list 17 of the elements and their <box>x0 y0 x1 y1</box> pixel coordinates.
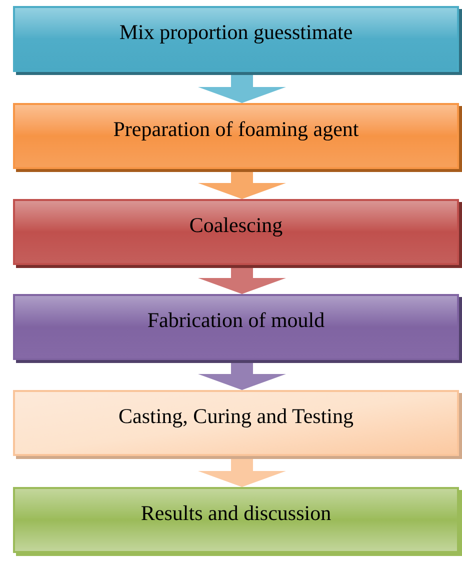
step-label: Mix proportion guesstimate <box>119 19 353 46</box>
block-arrow <box>198 456 286 487</box>
block-arrow <box>198 265 286 294</box>
block-arrow <box>198 360 286 390</box>
process-box <box>13 199 459 265</box>
step-label: Coalescing <box>189 212 283 239</box>
step-label: Results and discussion <box>140 500 332 527</box>
block-arrow <box>198 72 286 103</box>
process-box <box>13 294 459 360</box>
step-label: Fabrication of mould <box>147 307 325 334</box>
step-label: Casting, Curing and Testing <box>118 403 354 430</box>
block-arrow <box>198 169 286 199</box>
process-box <box>13 487 459 553</box>
step-label: Preparation of foaming agent <box>113 116 359 143</box>
process-box <box>13 390 459 456</box>
process-box <box>13 103 459 169</box>
process-box <box>13 6 459 72</box>
